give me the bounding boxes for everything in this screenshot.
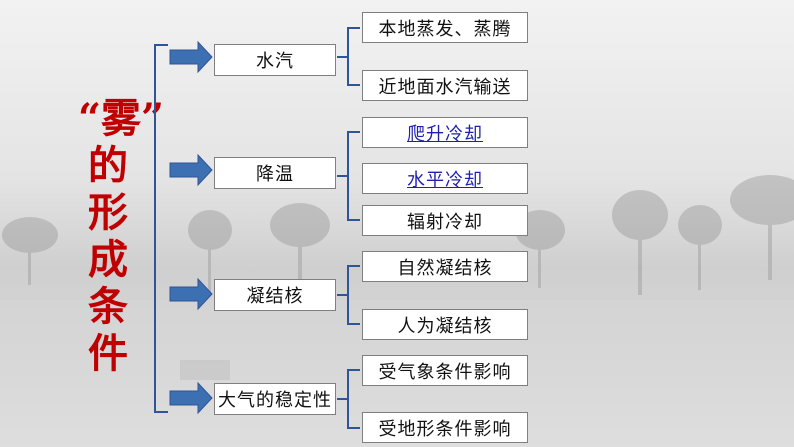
bracket-nuclei [337, 265, 360, 325]
category-atmospheric-stability: 大气的稳定性 [214, 383, 336, 415]
leaf-natural-nuclei: 自然凝结核 [362, 251, 528, 282]
arrow-icon [169, 153, 213, 187]
leaf-terrain-influence: 受地形条件影响 [362, 412, 528, 443]
bracket-cooling [337, 131, 360, 221]
leaf-uplift-cooling: 爬升冷却 [362, 117, 528, 148]
main-bracket [154, 44, 168, 413]
leaf-human-nuclei: 人为凝结核 [362, 309, 528, 340]
leaf-weather-influence: 受气象条件影响 [362, 355, 528, 386]
arrow-icon [169, 277, 213, 311]
uplift-cooling-link[interactable]: 爬升冷却 [407, 123, 483, 145]
title-char: 形 [88, 189, 128, 236]
category-condensation-nuclei: 凝结核 [214, 279, 336, 311]
arrow-icon [169, 40, 213, 74]
category-cooling: 降温 [214, 157, 336, 189]
title-char: 件 [88, 330, 128, 377]
leaf-near-surface-transport: 近地面水汽输送 [362, 70, 528, 101]
leaf-horizontal-cooling: 水平冷却 [362, 163, 528, 194]
leaf-radiation-cooling: 辐射冷却 [362, 205, 528, 236]
title-char: 成 [88, 236, 128, 283]
category-water-vapor: 水汽 [214, 44, 336, 76]
horizontal-cooling-link[interactable]: 水平冷却 [407, 169, 483, 191]
title-char: 条 [88, 283, 128, 330]
bracket-stability [337, 369, 360, 429]
arrow-icon [169, 381, 213, 415]
leaf-local-evaporation: 本地蒸发、蒸腾 [362, 12, 528, 43]
bracket-water [337, 27, 360, 86]
title-char: 的 [88, 142, 128, 189]
